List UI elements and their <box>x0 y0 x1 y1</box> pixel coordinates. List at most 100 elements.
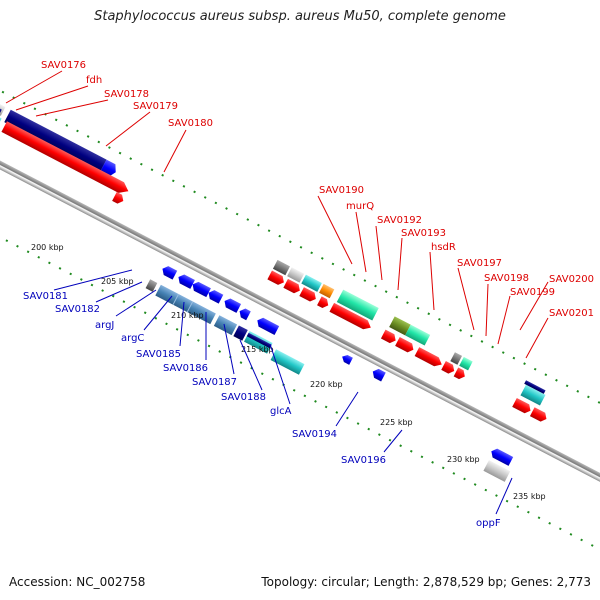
map-title: Staphylococcus aureus subsp. aureus Mu50… <box>94 9 506 24</box>
gene-label-sav0180: SAV0180 <box>168 118 213 129</box>
gene-label-fdh: fdh <box>86 75 102 86</box>
scale-label-220kbp: 220 kbp <box>310 380 343 389</box>
leader-line <box>397 237 403 291</box>
feature-block <box>450 352 463 365</box>
feature-arrow <box>192 281 211 298</box>
scale-label-200kbp: 200 kbp <box>31 243 64 252</box>
feature-arrow <box>529 407 547 422</box>
leader-line <box>519 281 549 331</box>
leader-line <box>239 339 263 391</box>
leader-line <box>495 477 513 515</box>
scale-label-235kbp: 235 kbp <box>513 492 546 501</box>
leader-line <box>95 281 143 303</box>
leader-line <box>375 225 383 281</box>
feature-divider <box>172 293 180 305</box>
feature-arrow <box>299 287 316 302</box>
leader-line <box>269 343 291 405</box>
feature-block <box>319 283 335 299</box>
feature-arrow <box>380 329 396 344</box>
feature-arrow <box>178 274 195 289</box>
feature-arrow <box>441 361 455 374</box>
gene-label-sav0182: SAV0182 <box>55 304 100 315</box>
scale-label-205kbp: 205 kbp <box>101 277 134 286</box>
genome-summary-text: Topology: circular; Length: 2,878,529 bp… <box>261 575 591 589</box>
leader-line <box>223 323 235 375</box>
leader-line <box>115 289 157 317</box>
gene-label-hsdr: hsdR <box>431 242 456 253</box>
feature-block <box>213 315 238 336</box>
leader-line <box>105 111 151 147</box>
feature-arrow <box>162 266 178 280</box>
leader-line <box>317 195 353 265</box>
feature-arrow <box>372 368 386 382</box>
feature-arrow <box>1 121 129 193</box>
feature-arrow <box>112 191 124 204</box>
gene-label-sav0198: SAV0198 <box>484 273 529 284</box>
feature-arrow <box>342 354 353 365</box>
gene-label-sav0201: SAV0201 <box>549 308 594 319</box>
gene-label-sav0190: SAV0190 <box>319 185 364 196</box>
gene-label-sav0186: SAV0186 <box>163 363 208 374</box>
gene-label-sav0178: SAV0178 <box>104 89 149 100</box>
feature-block <box>246 332 272 349</box>
leader-line <box>143 295 173 331</box>
scale-label-230kbp: 230 kbp <box>447 455 480 464</box>
gene-label-sav0187: SAV0187 <box>192 377 237 388</box>
scale-labels: 200 kbp 205 kbp 210 kbp 215 kbp 220 kbp … <box>31 243 546 501</box>
scale-label-215kbp: 215 kbp <box>241 345 274 354</box>
gene-label-sav0196: SAV0196 <box>341 455 386 466</box>
gene-label-argc: argC <box>121 333 144 344</box>
feature-arrow <box>491 448 514 466</box>
scale-label-225kbp: 225 kbp <box>380 418 413 427</box>
leader-line <box>497 295 511 345</box>
genome-backbone <box>0 124 600 548</box>
feature-arrow <box>317 296 329 309</box>
feature-arrow <box>257 317 280 335</box>
feature-block <box>270 349 305 375</box>
feature-block <box>155 284 216 325</box>
leader-line <box>5 70 63 104</box>
leader-line <box>15 85 89 111</box>
feature-block <box>336 289 379 321</box>
feature-block <box>287 267 305 283</box>
feature-divider <box>186 301 194 313</box>
leader-line <box>383 429 403 453</box>
feature-block <box>524 380 546 394</box>
feature-block <box>405 324 431 346</box>
feature-block <box>459 356 473 371</box>
leader-line <box>457 267 475 331</box>
top-labels: SAV0176 fdh SAV0178 SAV0179 SAV0180 SAV0… <box>5 60 594 359</box>
leader-line <box>335 391 359 427</box>
scale-label-210kbp: 210 kbp <box>171 311 204 320</box>
gene-label-sav0194: SAV0194 <box>292 429 337 440</box>
feature-block <box>145 279 158 292</box>
gene-label-sav0200: SAV0200 <box>549 274 594 285</box>
feature-arrow <box>414 347 442 367</box>
gene-label-murq: murQ <box>346 201 374 212</box>
leader-line <box>485 283 489 337</box>
feature-block <box>301 274 322 292</box>
gene-label-sav0197: SAV0197 <box>457 258 502 269</box>
gene-label-sav0179: SAV0179 <box>133 101 178 112</box>
accession-text: Accession: NC_002758 <box>9 575 146 589</box>
feature-block <box>233 325 248 341</box>
feature-block <box>0 100 6 116</box>
gene-label-sav0193: SAV0193 <box>401 228 446 239</box>
leader-line <box>429 251 435 311</box>
feature-arrow <box>329 302 371 330</box>
feature-arrow <box>512 397 531 414</box>
feature-arrow <box>283 278 300 294</box>
feature-block <box>520 384 546 406</box>
leader-line <box>35 99 109 117</box>
feature-block <box>4 109 107 173</box>
gene-label-argj: argJ <box>95 320 114 331</box>
gene-label-sav0192: SAV0192 <box>377 215 422 226</box>
gene-label-sav0176: SAV0176 <box>41 60 86 71</box>
feature-arrow <box>267 270 284 285</box>
feature-arrow <box>395 337 414 353</box>
leader-line <box>53 269 133 291</box>
feature-arrow <box>453 367 465 380</box>
gene-label-sav0181: SAV0181 <box>23 291 68 302</box>
gene-label-glca: glcA <box>270 406 292 417</box>
